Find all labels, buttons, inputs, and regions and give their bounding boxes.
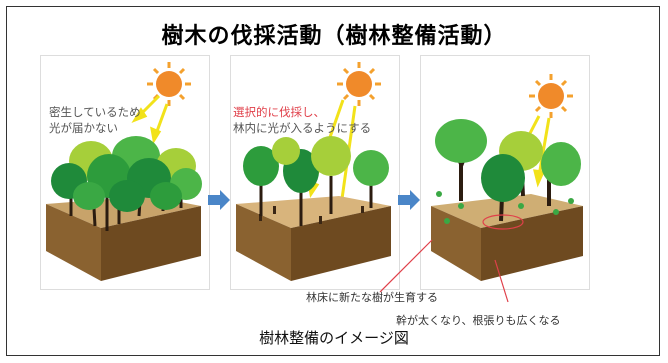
panel-selective-thinning: 選択的に伐採し、 林内に光が入るようにする [230, 55, 400, 290]
annotation-trunk: 幹が太くなり、根張りも広くなる [396, 314, 561, 327]
dense-forest-illustration [46, 62, 202, 281]
thinning-illustration [236, 62, 391, 281]
panel1-text-line2: 光が届かない [49, 121, 118, 135]
seedling-icon [436, 191, 574, 224]
panel2-text-line2: 林内に光が入るようにする [233, 121, 372, 135]
figure-title: 樹木の伐採活動（樹林整備活動） [161, 24, 507, 49]
panel-managed-forest [420, 55, 590, 290]
panel-dense-forest: 密生しているため 光が届かない [40, 55, 210, 290]
panel2-text-line1: 選択的に伐採し、 [233, 105, 325, 119]
sun-icon [337, 62, 381, 106]
figure-caption: 樹林整備のイメージ図 [259, 329, 409, 347]
managed-forest-illustration [431, 74, 583, 281]
light-beam-icon [131, 94, 169, 145]
annotation-floor: 林床に新たな樹が生育する [306, 291, 438, 304]
arrow-right-icon [208, 190, 230, 210]
arrow-right-icon [398, 190, 420, 210]
panel1-text-line1: 密生しているため [49, 105, 141, 119]
sun-icon [529, 74, 573, 118]
